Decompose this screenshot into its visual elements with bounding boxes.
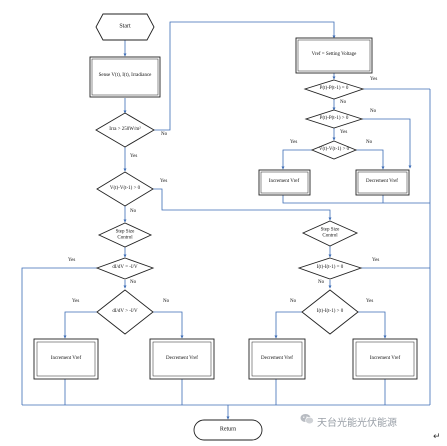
current-equal-no-label: No bbox=[318, 280, 325, 286]
voltage-decision bbox=[96, 171, 154, 207]
power-greater-yes-label: Yes bbox=[340, 130, 348, 136]
current-equal-decision bbox=[297, 257, 363, 280]
connector-lines bbox=[21, 21, 431, 420]
increment-vref-left bbox=[33, 338, 99, 380]
watermark: 天台光能光伏能源 bbox=[300, 412, 397, 430]
step-control-right-label: Step Size Control bbox=[320, 227, 340, 238]
step-control-right bbox=[301, 220, 359, 247]
didv-equal-yes-label: Yes bbox=[68, 258, 76, 264]
increment-vref-right-label: Increment Vref bbox=[369, 356, 401, 362]
set-vref-label: Vref = Setting Voltage bbox=[311, 52, 357, 58]
set-vref-box bbox=[295, 37, 373, 74]
power-equal-label: P(t)-P(t-1) = 0 bbox=[319, 86, 349, 92]
power-greater-decision bbox=[304, 109, 364, 129]
delta-v-decision bbox=[310, 140, 358, 160]
current-equal-yes-label: Yes bbox=[372, 258, 380, 264]
irradiance-yes-label: Yes bbox=[130, 154, 138, 160]
step-control-left-label: Step Size Control bbox=[115, 229, 135, 240]
increment-vref-top-label: Increment Vref bbox=[268, 179, 300, 185]
didv-greater-label: dI/dV > -I/V bbox=[112, 309, 138, 315]
step-control-left bbox=[97, 222, 153, 248]
current-greater-label: I(t)-I(t-1) > 0 bbox=[316, 309, 344, 315]
return-mark: ↵ bbox=[433, 432, 441, 442]
start-label: Start bbox=[119, 23, 131, 30]
didv-equal-decision bbox=[95, 257, 155, 280]
current-equal-label: I(t)-I(t-1) = 0 bbox=[316, 265, 344, 271]
current-greater-no-label: No bbox=[290, 299, 297, 305]
decrement-vref-top-label: Decrement Vref bbox=[366, 179, 398, 185]
sense-box bbox=[89, 56, 161, 98]
delta-v-yes-label: Yes bbox=[290, 140, 298, 146]
decrement-vref-left-label: Decrement Vref bbox=[166, 356, 198, 362]
decrement-vref-right-label: Decrement Vref bbox=[261, 356, 293, 362]
watermark-text: 天台光能光伏能源 bbox=[317, 417, 397, 429]
didv-equal-label: dI/dV = -I/V bbox=[112, 265, 138, 271]
increment-vref-right bbox=[352, 338, 418, 380]
didv-greater-decision bbox=[96, 289, 154, 335]
power-greater-no-label: No bbox=[370, 109, 377, 115]
didv-greater-no-label: No bbox=[163, 299, 170, 305]
decrement-vref-top bbox=[355, 169, 410, 196]
increment-vref-left-label: Increment Vref bbox=[50, 356, 82, 362]
power-equal-decision bbox=[303, 79, 365, 100]
didv-equal-no-label: No bbox=[130, 280, 137, 286]
power-equal-no-label: No bbox=[340, 100, 347, 106]
irradiance-decision bbox=[95, 112, 155, 148]
didv-greater-yes-label: Yes bbox=[72, 299, 80, 305]
delta-v-label: V(t)-V(t-1) > 0 bbox=[318, 147, 350, 153]
return-node bbox=[193, 419, 263, 441]
voltage-yes-label: Yes bbox=[160, 179, 168, 185]
wechat-icon bbox=[300, 412, 314, 430]
return-label: Return bbox=[219, 426, 237, 433]
power-equal-yes-label: Yes bbox=[370, 77, 378, 83]
start-node bbox=[95, 13, 155, 41]
voltage-no-label: No bbox=[130, 209, 137, 215]
increment-vref-top bbox=[258, 169, 311, 196]
decrement-vref-left bbox=[149, 338, 215, 380]
sense-label: Sense V(t), I(t), Irradiance bbox=[98, 73, 152, 79]
irradiance-label: Irra > 250W/m² bbox=[109, 127, 141, 133]
delta-v-no-label: No bbox=[366, 140, 373, 146]
decrement-vref-right bbox=[248, 338, 306, 380]
current-greater-decision bbox=[301, 289, 359, 335]
power-greater-label: P(t)-P(t-1) > 0 bbox=[319, 116, 349, 122]
irradiance-no-label: No bbox=[161, 132, 168, 138]
voltage-label: V(t)-V(t-1) > 0 bbox=[109, 186, 141, 192]
current-greater-yes-label: Yes bbox=[366, 299, 374, 305]
